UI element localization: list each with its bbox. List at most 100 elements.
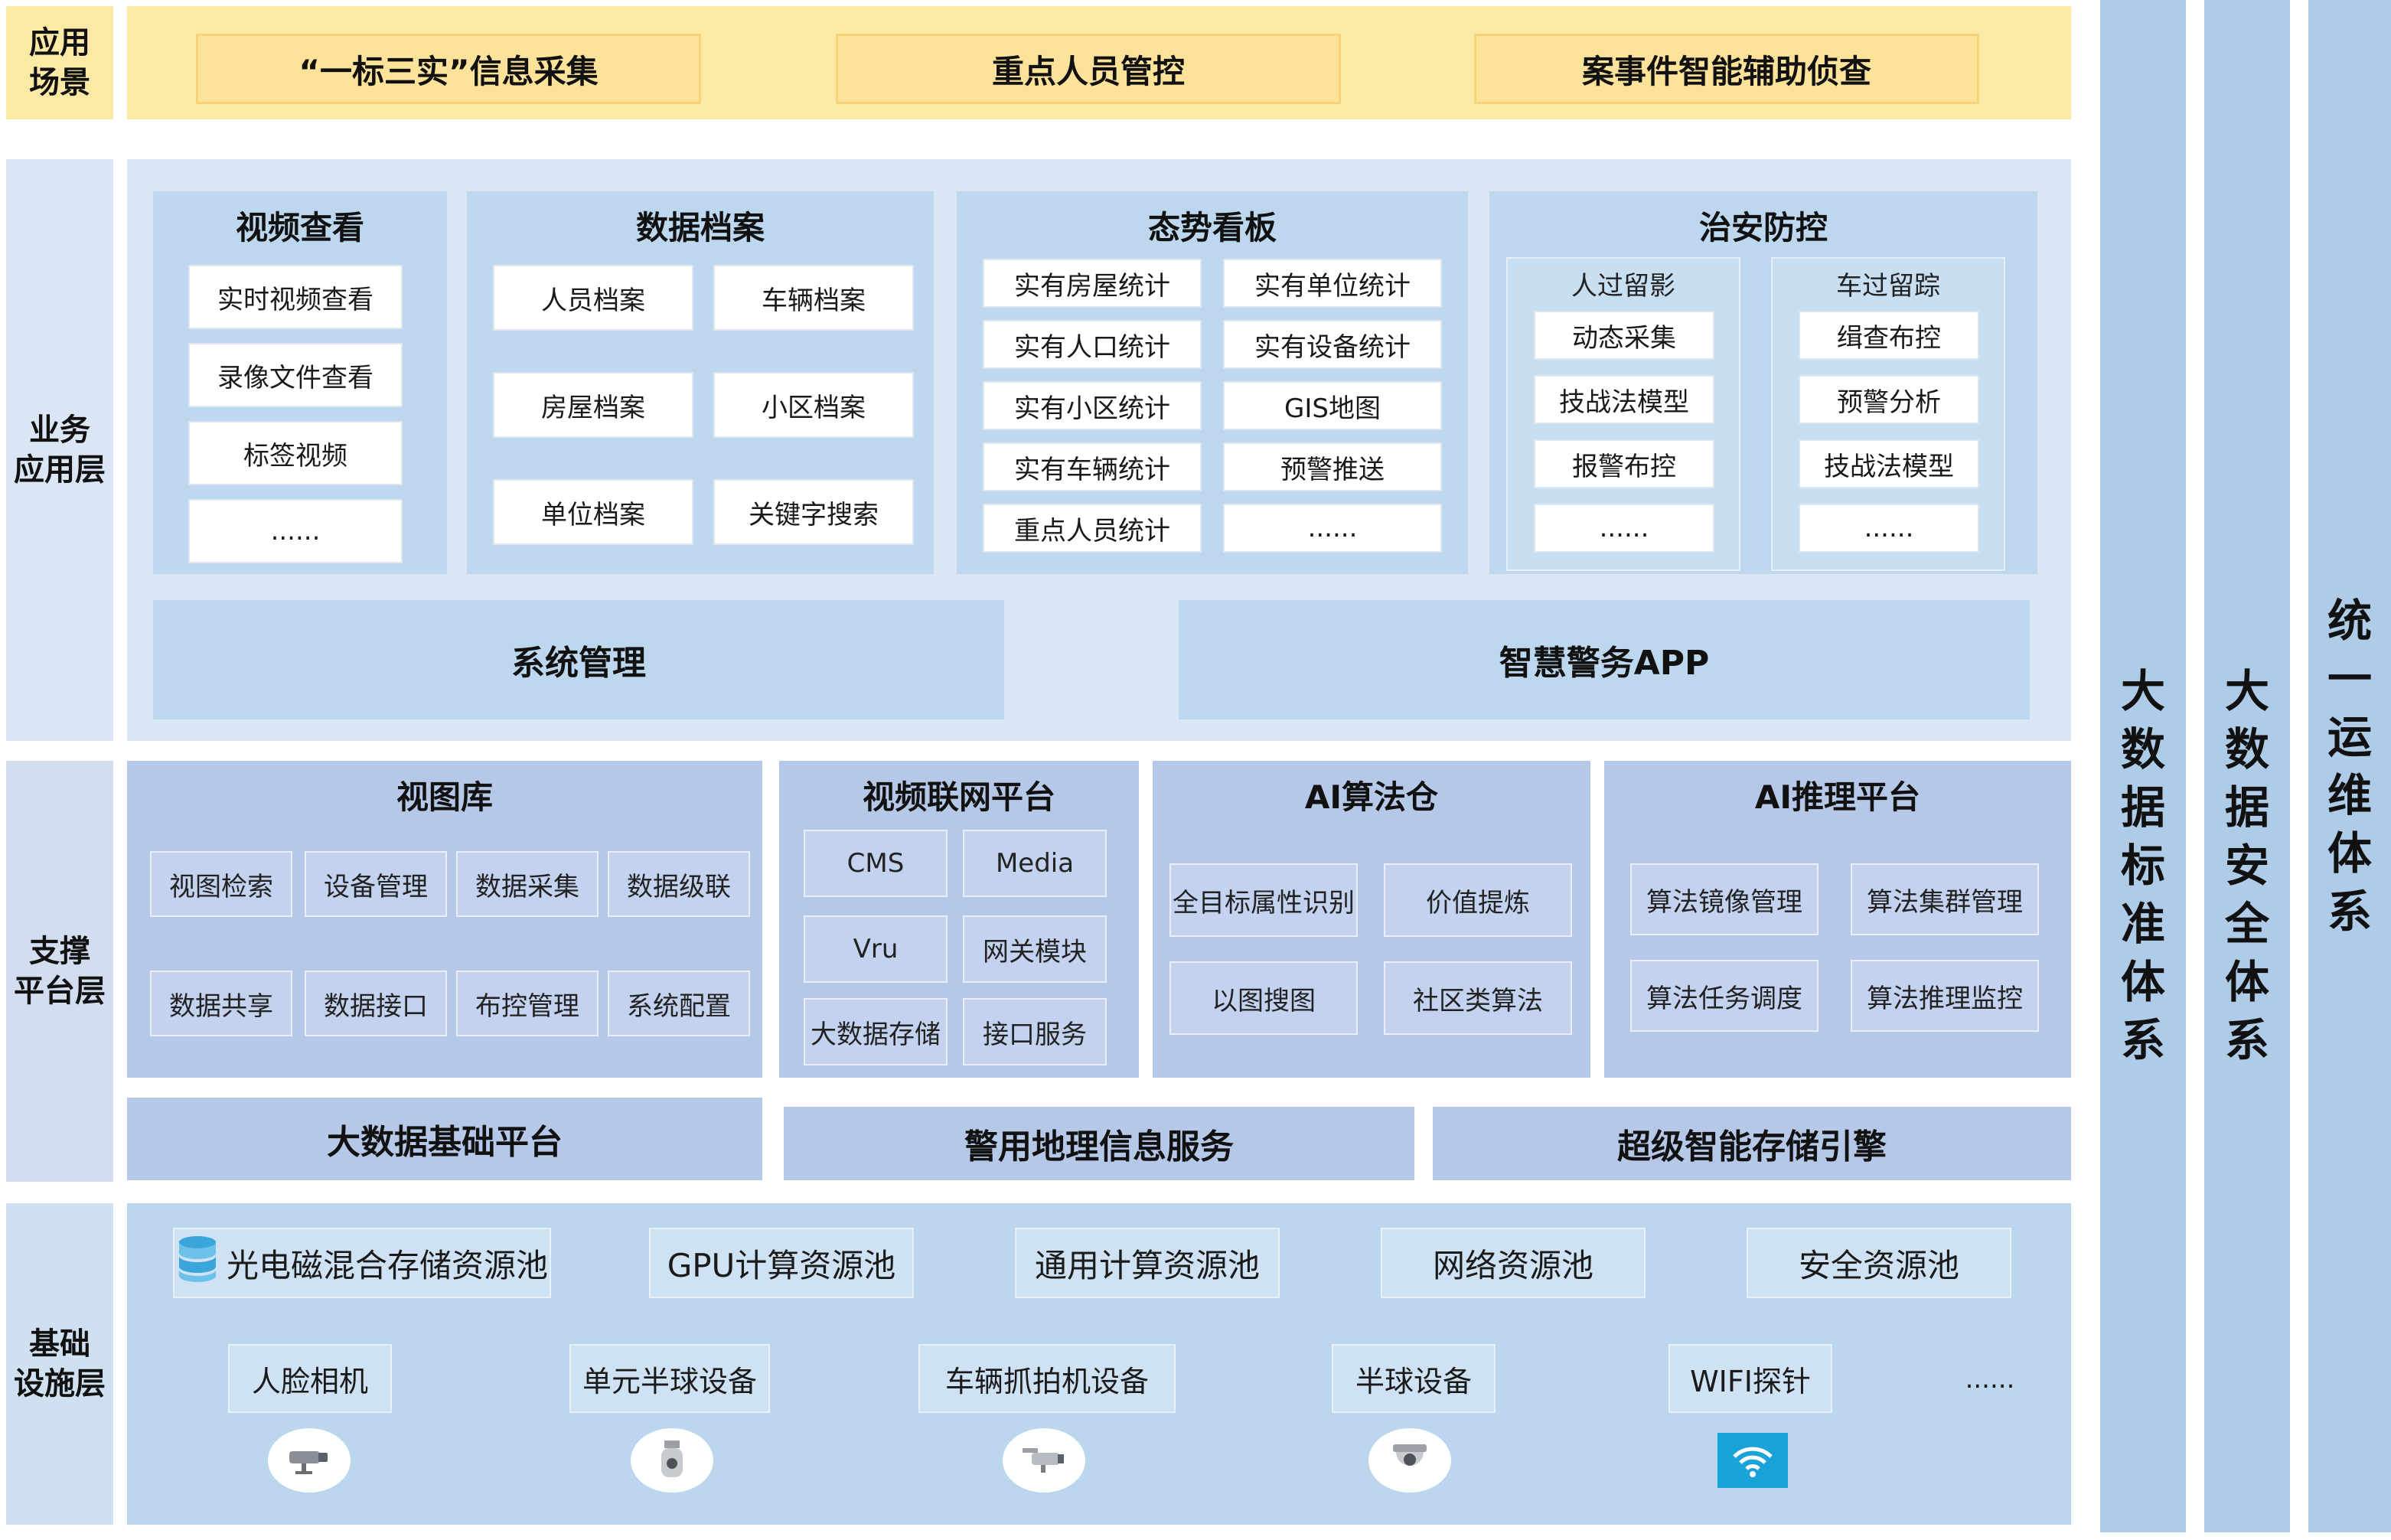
- side-security-char: 全: [2224, 898, 2269, 950]
- item-house-archive: 房屋档案: [493, 372, 693, 438]
- group-ai-algorithm-title: AI算法仓: [1304, 778, 1439, 816]
- layer-label-business-line1: 业务: [29, 413, 90, 448]
- hemisphere-camera-icon: [1368, 1428, 1451, 1493]
- subgroup-vehicle-trace-title: 车过留踪: [1836, 271, 1940, 302]
- item-person-tactic-model: 技战法模型: [1534, 375, 1714, 424]
- device-unit-dome: 单元半球设备: [569, 1344, 770, 1413]
- item-dashboard-more: ......: [1223, 504, 1442, 553]
- side-security-char: 大: [2224, 665, 2269, 717]
- side-ops-char: 维: [2327, 769, 2372, 821]
- side-standard-char: 标: [2120, 840, 2165, 892]
- pool-security: 安全资源池: [1747, 1228, 2011, 1298]
- pool-gpu: GPU计算资源池: [649, 1228, 914, 1298]
- smart-police-app: 智慧警务APP: [1179, 600, 2030, 719]
- scene-key-personnel: 重点人员管控: [836, 34, 1341, 104]
- side-security-char: 数: [2224, 723, 2269, 775]
- side-standard-char: 数: [2120, 723, 2165, 775]
- item-image-search-by-image: 以图搜图: [1169, 961, 1358, 1035]
- item-cluster-mgmt: 算法集群管理: [1851, 863, 2039, 935]
- scene-info-collection: “一标三实”信息采集: [196, 34, 701, 104]
- item-vehicle-tactic-model: 技战法模型: [1799, 439, 1979, 488]
- database-icon: [176, 1235, 219, 1291]
- layer-label-scene-line2: 场景: [29, 65, 90, 100]
- pool-hybrid-storage: 光电磁混合存储资源池: [173, 1228, 551, 1298]
- group-image-library-title: 视图库: [396, 778, 493, 816]
- side-standard-char: 系: [2120, 1014, 2165, 1066]
- item-population-stat: 实有人口统计: [983, 320, 1202, 369]
- subgroup-person-trace-title: 人过留影: [1571, 271, 1675, 302]
- dome-camera-icon: [631, 1428, 713, 1493]
- group-archive-title: 数据档案: [635, 209, 765, 246]
- device-vehicle-capture: 车辆抓拍机设备: [918, 1344, 1176, 1413]
- side-bigdata-standard: 大 数 据 标 准 体 系: [2100, 0, 2186, 1532]
- side-standard-char: 准: [2120, 898, 2165, 950]
- item-data-share: 数据共享: [150, 971, 292, 1036]
- item-vehicle-more: ......: [1799, 504, 1979, 553]
- side-standard-char: 体: [2120, 956, 2165, 1008]
- item-recording-files: 录像文件查看: [188, 343, 403, 407]
- item-alert-analysis: 预警分析: [1799, 375, 1979, 424]
- item-unit-archive: 单位档案: [493, 479, 693, 545]
- item-community-archive: 小区档案: [713, 372, 914, 438]
- side-security-char: 据: [2224, 781, 2269, 834]
- item-target-attribute-recognition: 全目标属性识别: [1169, 863, 1358, 937]
- side-ops-char: 一: [2327, 653, 2372, 705]
- pool-network: 网络资源池: [1381, 1228, 1646, 1298]
- item-device-stat: 实有设备统计: [1223, 320, 1442, 369]
- item-person-more: ......: [1534, 504, 1714, 553]
- side-security-char: 系: [2224, 1014, 2269, 1066]
- item-realtime-video: 实时视频查看: [188, 265, 403, 329]
- item-inspection-control: 缉查布控: [1799, 311, 1979, 360]
- system-management: 系统管理: [153, 600, 1004, 719]
- group-video-title: 视频查看: [235, 209, 364, 246]
- item-gateway-module: 网关模块: [963, 915, 1107, 983]
- police-gis-service: 警用地理信息服务: [784, 1107, 1414, 1180]
- item-value-extraction: 价值提炼: [1384, 863, 1572, 937]
- item-task-scheduling: 算法任务调度: [1630, 960, 1819, 1032]
- item-image-mgmt: 算法镜像管理: [1630, 863, 1819, 935]
- wifi-icon: [1717, 1433, 1788, 1488]
- item-device-mgmt: 设备管理: [305, 851, 447, 917]
- layer-label-scene: 应用场景: [6, 6, 113, 119]
- pool-hybrid-storage-label: 光电磁混合存储资源池: [226, 1246, 548, 1284]
- item-media: Media: [963, 830, 1107, 897]
- item-alert-push: 预警推送: [1223, 442, 1442, 491]
- layer-label-scene-line1: 应用: [29, 25, 90, 60]
- layer-label-business: 业务应用层: [6, 159, 113, 741]
- group-dashboard-title: 态势看板: [1147, 209, 1277, 246]
- item-interface-service: 接口服务: [963, 998, 1107, 1065]
- item-person-archive: 人员档案: [493, 265, 693, 331]
- item-dynamic-capture: 动态采集: [1534, 311, 1714, 360]
- device-hemisphere: 半球设备: [1332, 1344, 1496, 1413]
- item-system-config: 系统配置: [608, 971, 750, 1036]
- item-bigdata-storage: 大数据存储: [804, 998, 948, 1065]
- item-keyword-search: 关键字搜索: [713, 479, 914, 545]
- side-ops-char: 系: [2327, 886, 2372, 938]
- item-control-mgmt: 布控管理: [456, 971, 599, 1036]
- layer-label-business-line2: 应用层: [14, 452, 106, 488]
- layer-label-support: 支撑平台层: [6, 761, 113, 1182]
- layer-label-infra-line2: 设施层: [14, 1366, 106, 1401]
- layer-label-infra: 基础设施层: [6, 1203, 113, 1525]
- item-vehicle-stat: 实有车辆统计: [983, 442, 1202, 491]
- item-key-person-stat: 重点人员统计: [983, 504, 1202, 553]
- item-vru: Vru: [804, 915, 948, 983]
- bigdata-base-platform: 大数据基础平台: [127, 1098, 762, 1180]
- layer-label-support-line1: 支撑: [29, 934, 90, 969]
- side-ops-char: 体: [2327, 827, 2372, 879]
- side-security-char: 安: [2224, 840, 2269, 892]
- item-data-cascade: 数据级联: [608, 851, 750, 917]
- item-cms: CMS: [804, 830, 948, 897]
- side-ops-char: 运: [2327, 711, 2372, 763]
- device-more: ......: [1965, 1364, 2015, 1395]
- item-vehicle-archive: 车辆档案: [713, 265, 914, 331]
- scene-case-investigation: 案事件智能辅助侦查: [1474, 34, 1979, 104]
- bullet-camera-icon: [268, 1428, 351, 1493]
- side-unified-ops: 统 一 运 维 体 系: [2308, 0, 2391, 1532]
- item-video-more: ......: [188, 499, 403, 563]
- item-alarm-control: 报警布控: [1534, 439, 1714, 488]
- side-ops-char: 统: [2327, 595, 2372, 647]
- item-image-search: 视图检索: [150, 851, 292, 917]
- device-wifi-probe: WIFI探针: [1668, 1344, 1832, 1413]
- side-bigdata-security: 大 数 据 安 全 体 系: [2204, 0, 2290, 1532]
